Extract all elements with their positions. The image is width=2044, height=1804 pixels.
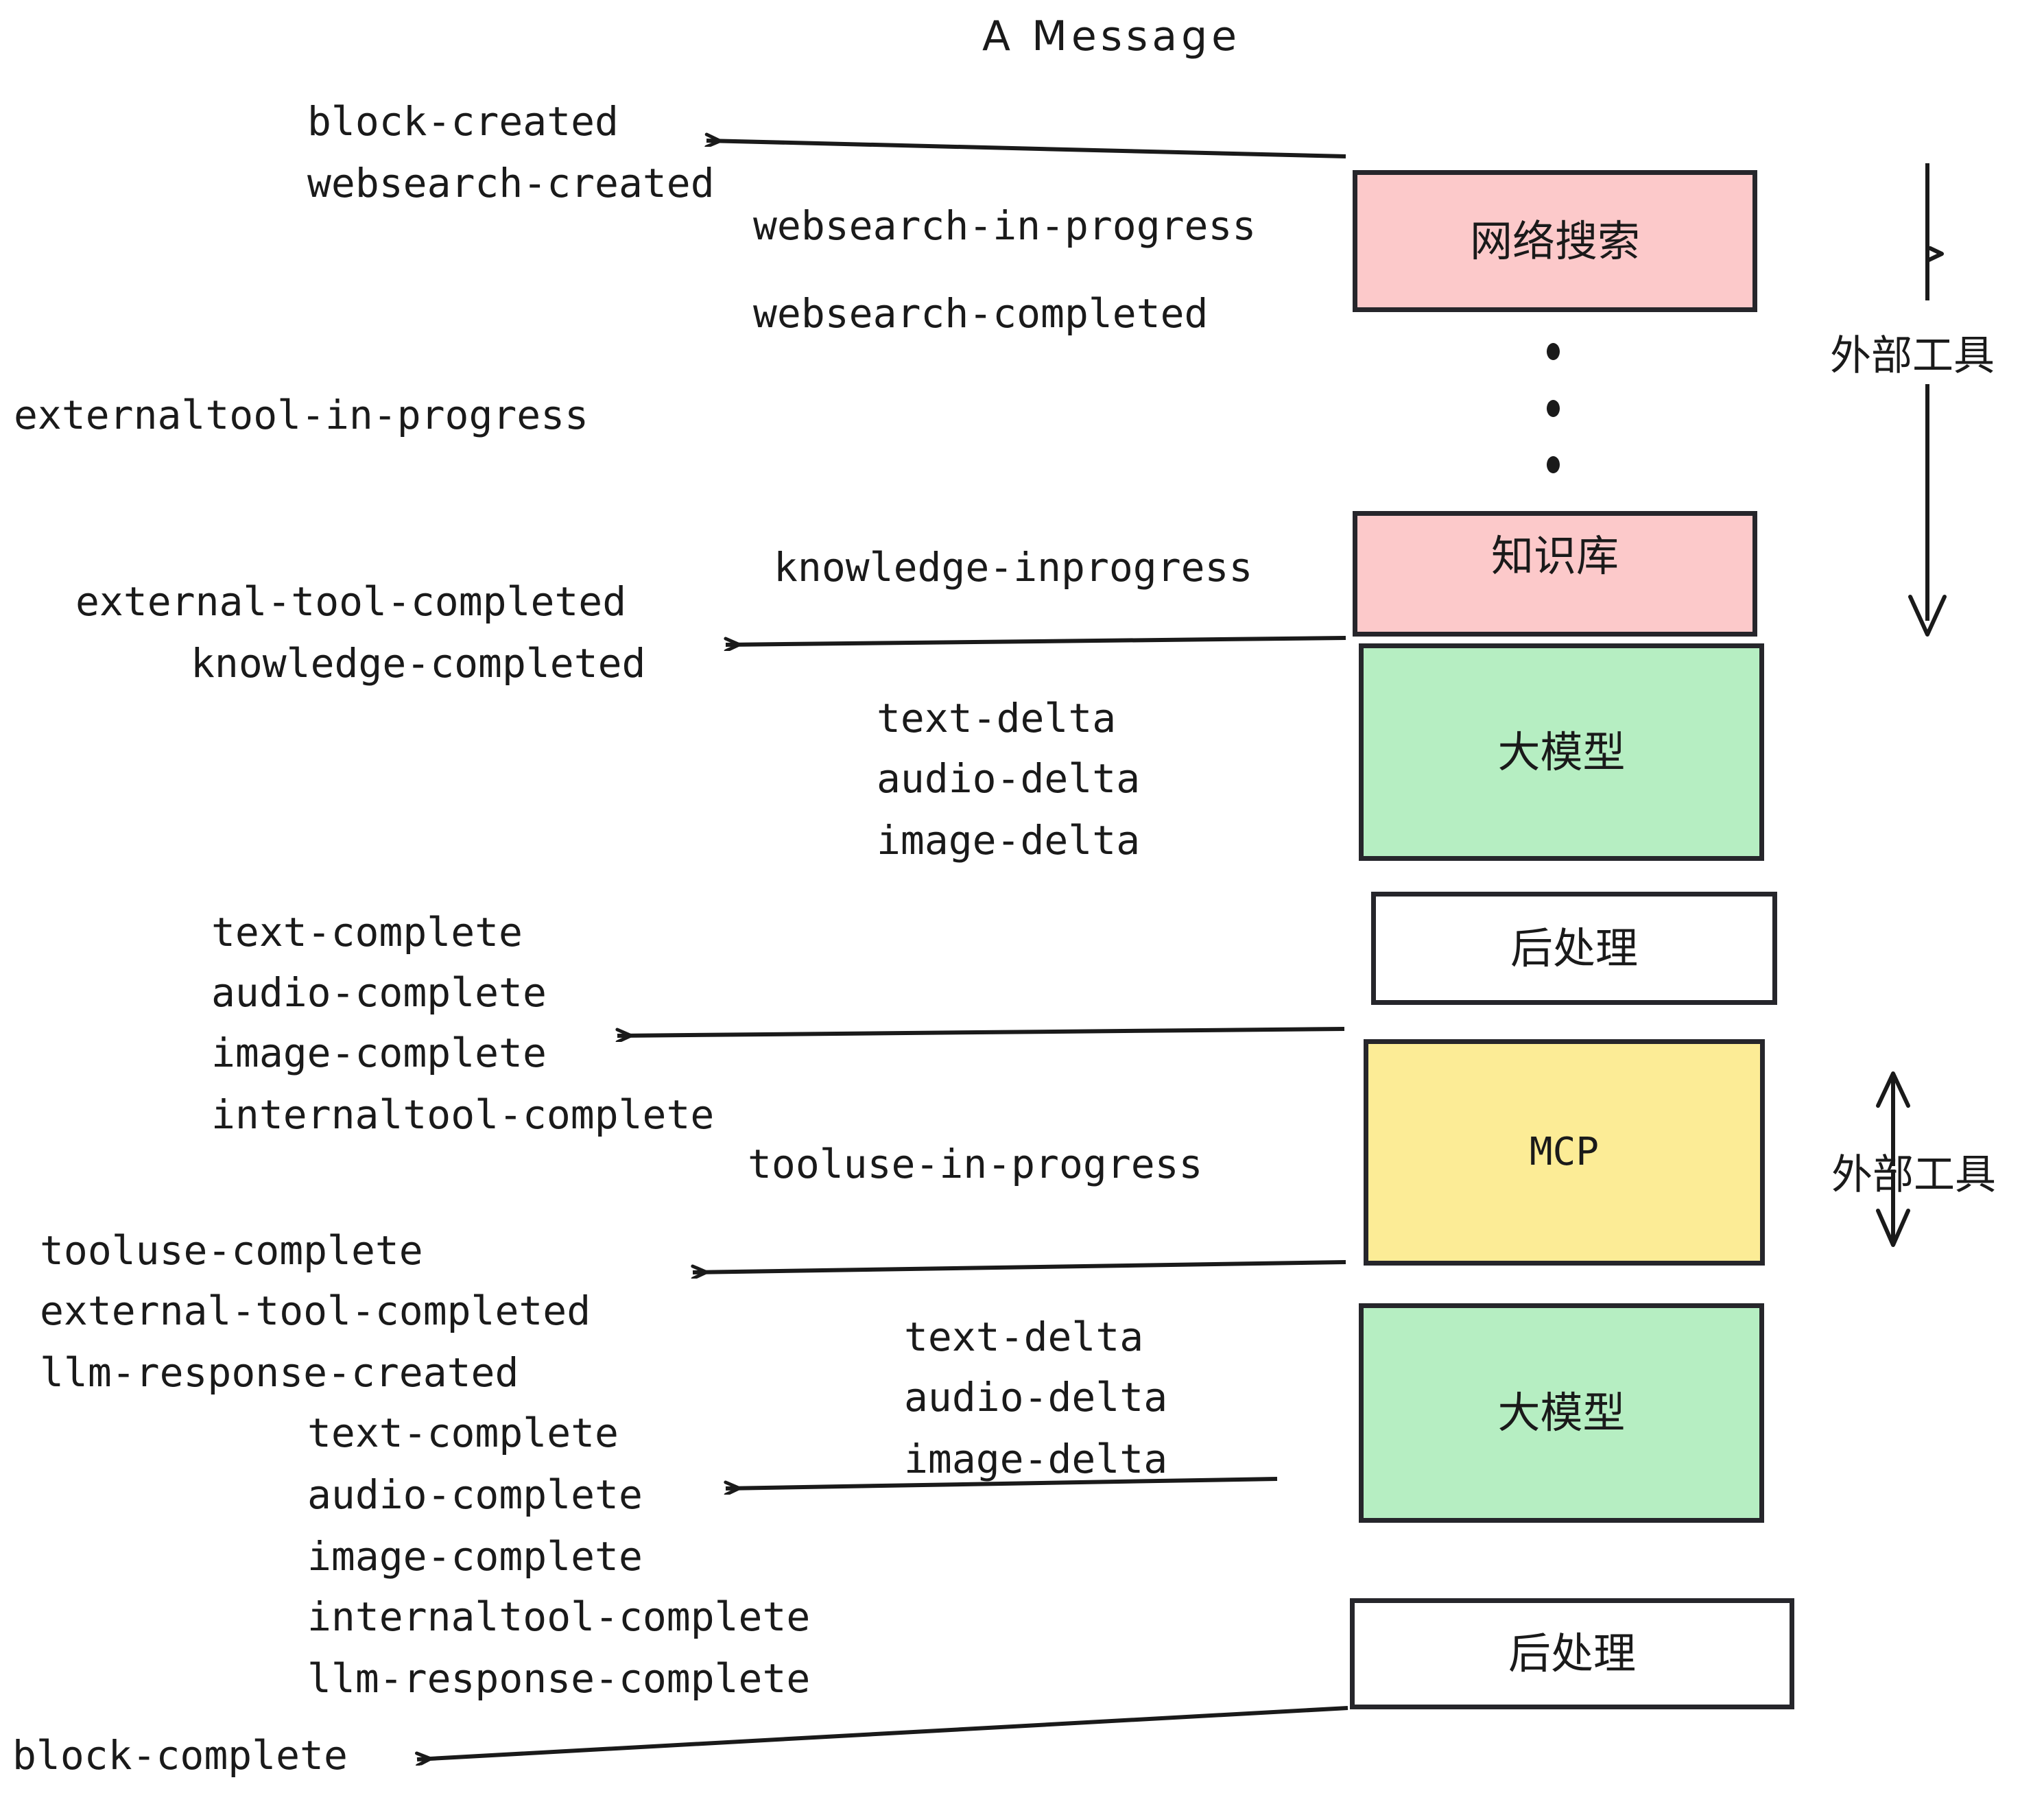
box-llm-lower-label: 大模型	[1497, 1388, 1626, 1438]
event-label-llm-response-complete: llm-response-complete	[307, 1655, 811, 1702]
arrow-knowledge-to-completed	[726, 636, 1346, 645]
event-label-external-tool-completed-lower: external-tool-completed	[40, 1287, 591, 1334]
arrow-external-tools-lower-up	[1876, 1071, 1910, 1108]
box-post-lower[interactable]: 后处理	[1350, 1598, 1794, 1709]
event-label-internaltool-complete-upper: internaltool-complete	[211, 1091, 715, 1138]
arrow-post-upper-to-image-complete	[617, 1027, 1345, 1036]
event-label-audio-delta-lower: audio-delta	[904, 1374, 1168, 1421]
event-label-websearch-completed: websearch-completed	[753, 290, 1209, 337]
event-label-knowledge-completed: knowledge-completed	[191, 640, 646, 687]
box-post-upper[interactable]: 后处理	[1371, 892, 1777, 1005]
event-label-knowledge-inprogress: knowledge-inprogress	[774, 544, 1253, 591]
event-label-text-delta-lower: text-delta	[904, 1314, 1144, 1360]
event-label-block-created: block-created	[307, 98, 619, 145]
event-label-tooluse-complete: tooluse-complete	[40, 1227, 423, 1274]
event-label-external-tool-completed: external-tool-completed	[75, 578, 627, 625]
arrow-external-tools-lower-down	[1876, 1209, 1910, 1247]
event-label-image-delta-upper: image-delta	[877, 817, 1141, 864]
ellipsis-dots	[1545, 343, 1561, 473]
event-label-audio-delta-upper: audio-delta	[877, 755, 1141, 802]
box-knowledge-label: 知识库	[1490, 531, 1619, 581]
event-label-websearch-in-progress: websearch-in-progress	[753, 202, 1257, 249]
event-label-llm-response-created: llm-response-created	[40, 1349, 519, 1396]
box-post-lower-label: 后处理	[1508, 1628, 1636, 1679]
event-label-websearch-created: websearch-created	[307, 160, 715, 206]
side-label-external-tools-lower: 外部工具	[1831, 1151, 1996, 1199]
arrow-external-tools-upper-down	[1908, 595, 1947, 637]
page-title: A Message	[982, 12, 1241, 60]
box-websearch-label: 网络搜索	[1469, 215, 1640, 266]
box-llm-lower[interactable]: 大模型	[1359, 1303, 1764, 1523]
event-label-text-complete-upper: text-complete	[211, 909, 523, 956]
event-label-block-complete: block-complete	[12, 1732, 348, 1779]
box-llm-upper[interactable]: 大模型	[1359, 643, 1764, 861]
event-label-audio-complete-lower: audio-complete	[307, 1471, 643, 1518]
box-mcp-label: MCP	[1529, 1129, 1600, 1174]
event-label-tooluse-in-progress: tooluse-in-progress	[748, 1141, 1203, 1187]
event-label-text-complete-lower: text-complete	[307, 1410, 619, 1456]
event-label-internaltool-complete-lower: internaltool-complete	[307, 1593, 811, 1640]
box-post-upper-label: 后处理	[1510, 923, 1638, 973]
box-mcp[interactable]: MCP	[1364, 1039, 1765, 1266]
dot-1	[1546, 343, 1560, 360]
arrow-mcp-to-tooluse-complete	[693, 1260, 1346, 1272]
box-websearch[interactable]: 网络搜索	[1353, 170, 1757, 312]
arrow-post-lower-to-block-complete	[417, 1706, 1348, 1759]
dot-3	[1546, 456, 1560, 473]
event-label-image-delta-lower: image-delta	[904, 1436, 1168, 1482]
side-label-external-tools-upper: 外部工具	[1830, 332, 1995, 380]
event-label-image-complete-lower: image-complete	[307, 1533, 643, 1580]
event-label-image-complete-upper: image-complete	[211, 1030, 547, 1076]
box-knowledge[interactable]: 知识库	[1353, 511, 1757, 637]
event-label-externaltool-in-progress: externaltool-in-progress	[14, 392, 589, 438]
dot-2	[1546, 399, 1560, 417]
event-label-audio-complete-upper: audio-complete	[211, 969, 547, 1016]
box-llm-upper-label: 大模型	[1497, 726, 1626, 777]
arrow-websearch-to-created	[706, 141, 1346, 158]
event-label-text-delta-upper: text-delta	[877, 695, 1117, 741]
